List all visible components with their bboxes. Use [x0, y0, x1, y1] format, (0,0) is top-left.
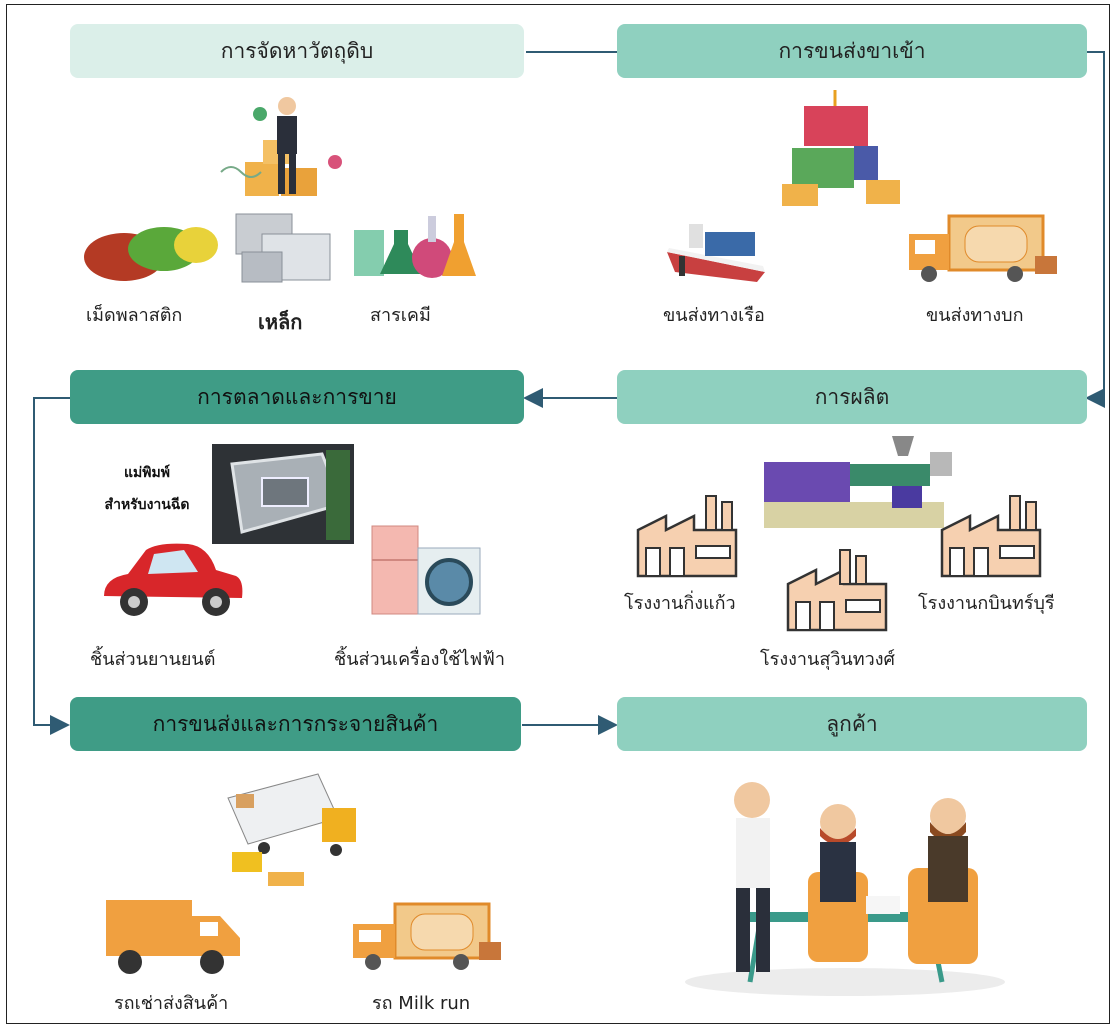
- home-appliances-icon: [371, 525, 481, 615]
- buyer-businessman-illustration: [220, 97, 342, 196]
- label-land-transport: ขนส่งทางบก: [926, 305, 1024, 326]
- label-injection-mold: แม่พิมพ์ สำหรับงานฉีด: [104, 465, 190, 513]
- truck-loading-illustration: [227, 773, 356, 886]
- label-appliance-parts: ชิ้นส่วนเครื่องใช้ไฟฟ้า: [334, 649, 506, 670]
- label-factory-kingkaew: โรงงานกิ่งแก้ว: [624, 593, 736, 614]
- label-factory-suwinthawong: โรงงานสุวินทวงศ์: [760, 649, 895, 670]
- label-sea-transport: ขนส่งทางเรือ: [663, 305, 765, 326]
- injection-molding-machine-icon: [764, 436, 952, 528]
- step-marketing: การตลาดและการขาย: [70, 370, 524, 424]
- step-inbound: การขนส่งขาเข้า: [617, 24, 1087, 78]
- factory-kabinburi-icon: [940, 495, 1042, 578]
- cargo-ship-icon: [667, 224, 765, 282]
- label-steel: เหล็ก: [258, 310, 303, 334]
- diagram-frame: [6, 4, 1110, 1024]
- label-auto-parts: ชิ้นส่วนยานยนต์: [90, 649, 216, 670]
- label-chemicals: สารเคมี: [370, 305, 431, 326]
- label-milk-run: รถ Milk run: [372, 993, 471, 1014]
- label-rental-truck: รถเช่าส่งสินค้า: [114, 993, 229, 1014]
- connector-marketing-to-distribution: [33, 397, 70, 735]
- step-customer: ลูกค้า: [617, 697, 1087, 751]
- step-raw-materials: การจัดหาวัตถุดิบ: [70, 24, 524, 78]
- step-distribution: การขนส่งและการกระจายสินค้า: [70, 697, 521, 751]
- factory-suwinthawong-icon: [786, 549, 888, 632]
- injection-mold-photo: [212, 444, 354, 544]
- shipping-containers-icon: [782, 90, 900, 206]
- label-plastic-pellets: เม็ดพลาสติก: [86, 305, 183, 326]
- delivery-truck-icon: [909, 214, 1057, 282]
- customer-meeting-illustration: [685, 782, 1005, 996]
- plastic-pellets-icon: [84, 227, 218, 281]
- factory-kingkaew-icon: [636, 495, 738, 578]
- step-production: การผลิต: [617, 370, 1087, 424]
- label-factory-kabinburi: โรงงานกบินทร์บุรี: [918, 593, 1055, 614]
- milk-run-truck-icon: [353, 902, 501, 970]
- steel-sheets-icon: [235, 213, 331, 283]
- connector-inbound-to-production: [1085, 51, 1105, 408]
- rental-truck-icon: [106, 900, 240, 974]
- chemical-flasks-icon: [354, 214, 476, 278]
- car-icon: [104, 543, 243, 616]
